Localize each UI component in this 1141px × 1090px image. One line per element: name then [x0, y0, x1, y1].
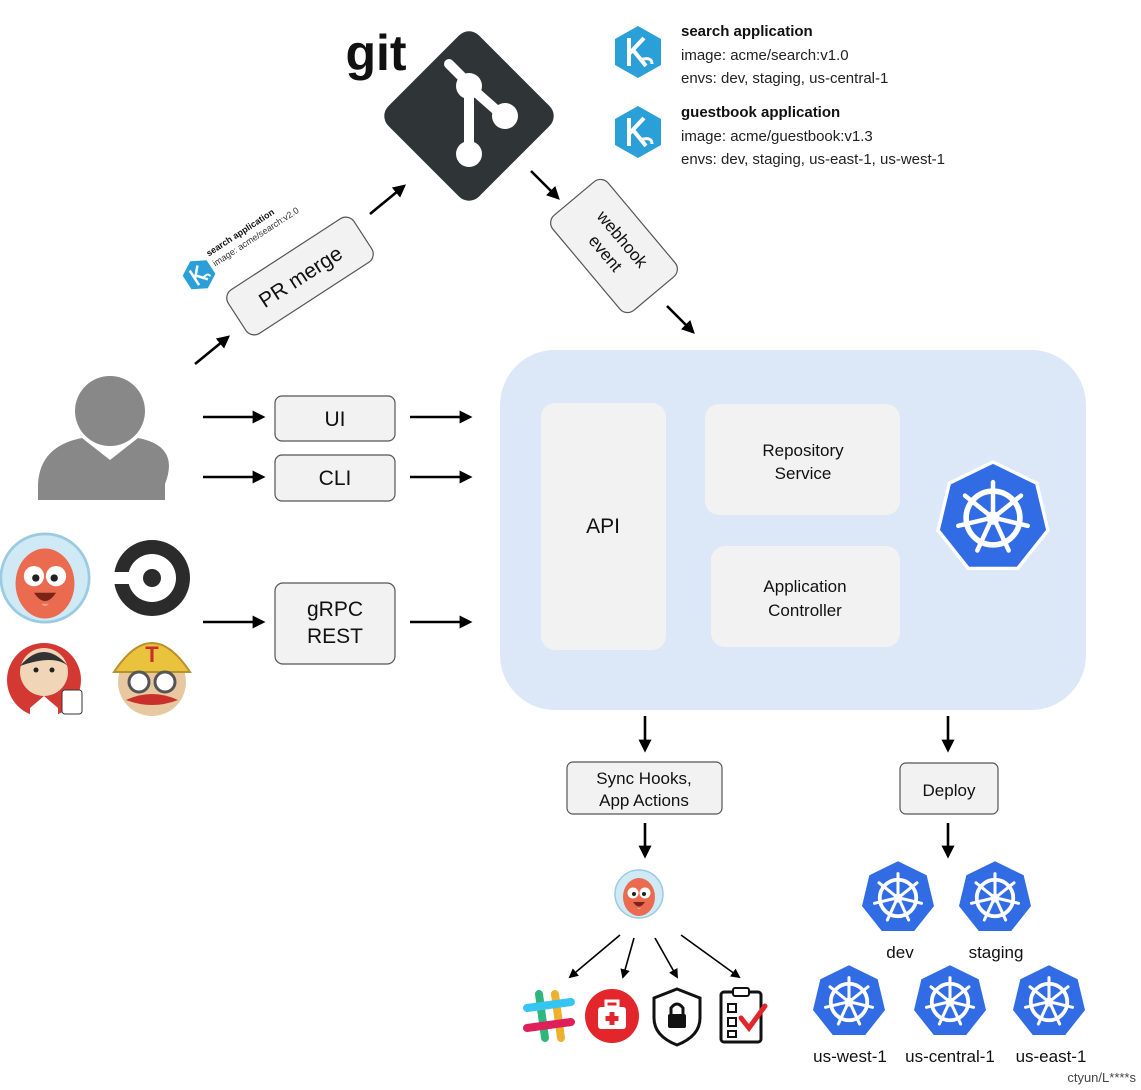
cluster-label: us-east-1	[1016, 1047, 1087, 1066]
target-clusters: dev staging us-west-1 us-central-1 us-ea…	[809, 858, 1089, 1066]
ui-box[interactable]	[274, 395, 396, 442]
jenkins-icon	[7, 643, 83, 720]
git-wordmark: git	[345, 25, 406, 81]
user-icon	[38, 376, 169, 500]
cluster-label: dev	[886, 943, 914, 962]
app-image: image: acme/search:v1.0	[681, 47, 849, 64]
grpc-rest-client[interactable]: gRPC REST	[274, 582, 396, 665]
cluster-label: staging	[969, 943, 1024, 962]
arrow-git-to-webhook	[530, 170, 560, 200]
ui-client[interactable]: UI	[274, 395, 396, 442]
repo-line1: Repository	[762, 441, 844, 460]
app-image: image: acme/guestbook:v1.3	[681, 128, 873, 145]
deploy-label: Deploy	[923, 781, 976, 800]
deploy-step: Deploy	[899, 762, 999, 815]
arrow-webhook-to-server	[666, 305, 695, 334]
kubernetes-icon	[858, 858, 938, 935]
grpc-label: gRPC	[307, 598, 363, 621]
ksonnet-icon	[613, 24, 663, 80]
hooks-line2: App Actions	[599, 791, 689, 810]
kubernetes-icon	[955, 858, 1035, 935]
webhook-event-box	[550, 178, 678, 314]
cluster-label: us-west-1	[813, 1047, 887, 1066]
pr-merge-box	[226, 216, 374, 336]
arrow-argo-to-health	[620, 937, 635, 979]
ui-label: UI	[325, 408, 346, 431]
sync-hooks-step: Sync Hooks, App Actions	[566, 761, 723, 815]
ctrl-line1: Application	[763, 577, 846, 596]
app-title: search application	[681, 23, 813, 40]
application-controller-box	[711, 546, 900, 647]
arrow-argo-to-slack	[568, 934, 621, 979]
arrow-user-to-pr	[194, 335, 231, 366]
travis-icon: T	[112, 642, 192, 716]
deploy-box	[899, 762, 999, 815]
grpc-rest-box[interactable]	[274, 582, 396, 665]
slack-icon	[523, 990, 575, 1042]
circleci-icon	[110, 540, 190, 616]
hooks-line1: Sync Hooks,	[596, 769, 691, 788]
app-manifest-guestbook: guestbook application image: acme/guestb…	[613, 104, 945, 168]
argocd-server: API Repository Service Application Contr…	[500, 350, 1086, 710]
svg-text:T: T	[145, 642, 159, 667]
app-manifest-search: search application image: acme/search:v1…	[613, 23, 888, 87]
cli-client[interactable]: CLI	[274, 454, 396, 502]
sync-hooks-box	[566, 761, 723, 815]
pr-merge-step: PR merge search application image: acme/…	[177, 205, 374, 336]
api-label: API	[586, 515, 620, 538]
repo-line2: Service	[775, 464, 832, 483]
watermark: ctyun/L****s	[1067, 1070, 1136, 1085]
webhook-event-step: webhook event	[550, 178, 678, 314]
arrow-argo-to-lock	[654, 937, 678, 979]
git-logo: git	[345, 25, 554, 201]
kubernetes-icon	[1009, 962, 1089, 1039]
ci-tools: T	[0, 532, 192, 720]
lock-shield-icon	[652, 987, 702, 1047]
argo-mascot-icon	[0, 532, 91, 624]
cli-label: CLI	[319, 467, 352, 490]
arrow-argo-to-checklist	[680, 934, 741, 979]
rest-label: REST	[307, 625, 363, 648]
arrow-pr-to-git	[369, 184, 407, 216]
cli-box[interactable]	[274, 454, 396, 502]
repository-service-box	[705, 404, 900, 515]
app-envs: envs: dev, staging, us-central-1	[681, 70, 888, 87]
app-title: guestbook application	[681, 104, 840, 121]
app-envs: envs: dev, staging, us-east-1, us-west-1	[681, 151, 945, 168]
ctrl-line2: Controller	[768, 601, 842, 620]
cluster-label: us-central-1	[905, 1047, 995, 1066]
checklist-icon	[719, 987, 768, 1044]
kubernetes-icon	[910, 962, 990, 1039]
argo-mascot-icon	[614, 869, 664, 919]
kubernetes-icon	[809, 962, 889, 1039]
api-box	[541, 403, 666, 650]
ksonnet-icon	[613, 104, 663, 160]
git-diamond-icon	[384, 31, 554, 201]
health-kit-icon	[585, 989, 639, 1043]
